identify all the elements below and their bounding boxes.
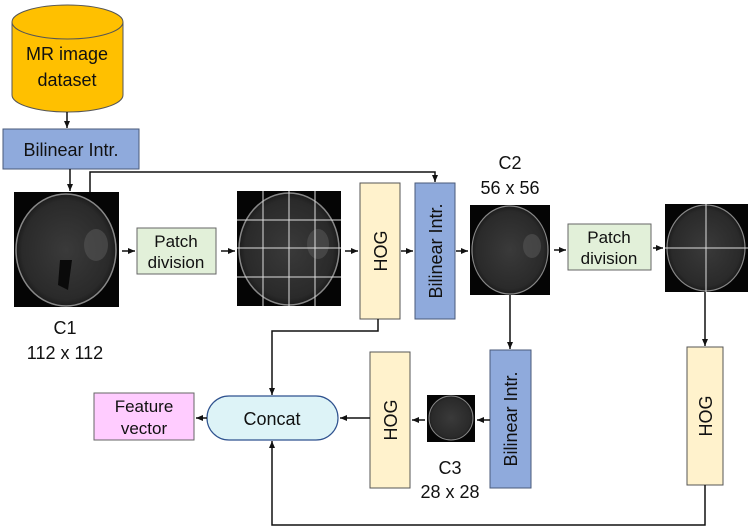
patch1-label-2: division [148,253,205,272]
connector-arrows [64,112,708,526]
patch2-label-1: Patch [587,228,630,247]
mr-dataset-cylinder: MR image dataset [11,4,124,113]
patch2-label-2: division [581,249,638,268]
mri-image-c3 [427,395,475,442]
mri-image-patch-grid-2 [665,204,748,292]
hog-right-label: HOG [696,395,716,436]
c1-label: C1 [53,318,76,338]
patch-division-box-2: Patch division [567,223,652,271]
hog-box-right: HOG [686,346,724,486]
bilinear-top-label: Bilinear Intr. [23,140,118,160]
bilinear-interpolation-box-2: Bilinear Intr. [489,349,532,489]
c3-size-label: 28 x 28 [420,482,479,502]
c1-size-label: 112 x 112 [27,343,103,363]
c2-label: C2 [498,153,521,173]
concat-box: Concat [206,395,339,441]
hog-mid-label: HOG [381,399,401,440]
dataset-label-2: dataset [37,70,96,90]
patch1-label-1: Patch [154,232,197,251]
feature-label-1: Feature [115,397,174,416]
bilinear-v2-label: Bilinear Intr. [501,371,521,466]
feature-vector-box: Feature vector [93,392,195,441]
mri-image-c1 [14,192,119,307]
bilinear-interpolation-box-top: Bilinear Intr. [2,128,140,170]
c2-size-label: 56 x 56 [480,178,539,198]
concat-label: Concat [243,409,300,429]
hog-box-mid: HOG [369,351,411,489]
dataset-label-1: MR image [26,44,108,64]
hog1-label: HOG [371,230,391,271]
feature-label-2: vector [121,419,168,438]
c3-label: C3 [438,458,461,478]
bilinear-v1-label: Bilinear Intr. [426,203,446,298]
bilinear-interpolation-box-1: Bilinear Intr. [414,182,456,320]
hog-box-1: HOG [359,182,401,320]
mri-image-c2 [470,205,550,295]
patch-division-box-1: Patch division [136,227,217,275]
mri-image-patch-grid [237,191,341,306]
